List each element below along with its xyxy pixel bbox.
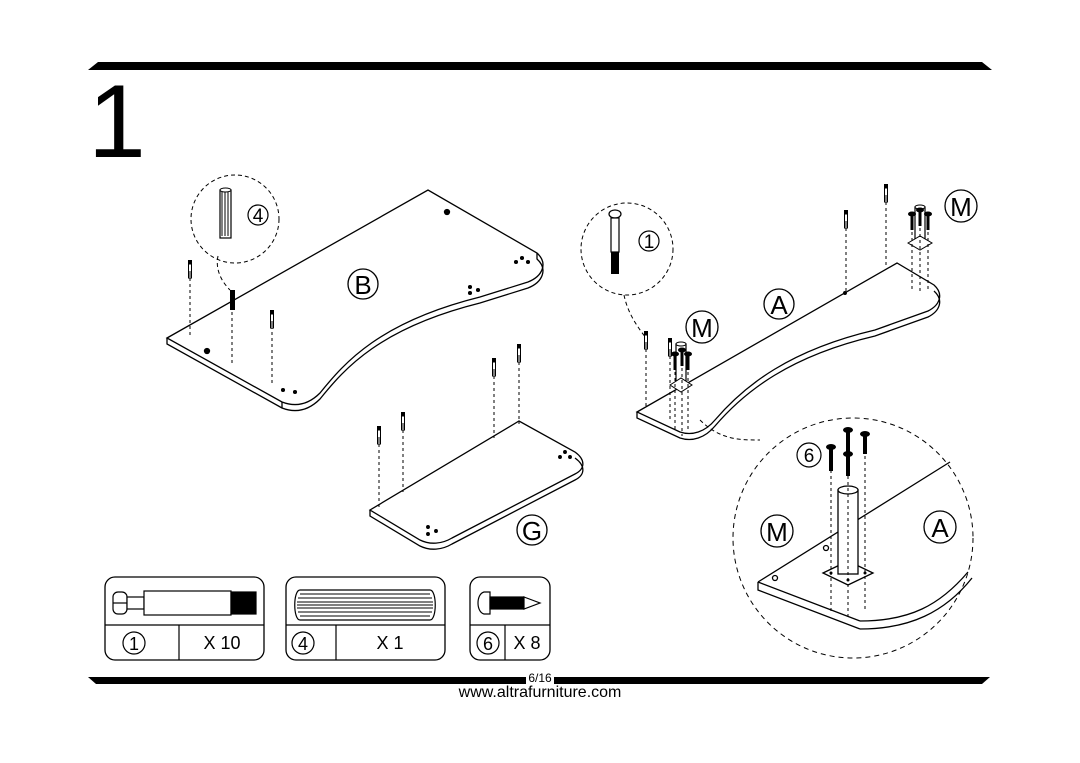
dowel-detail-circle	[190, 174, 280, 264]
bracket-detail	[821, 427, 875, 618]
cam-bolt-detail-circle	[580, 202, 674, 296]
header-rule	[88, 62, 992, 70]
panel-a	[635, 262, 941, 441]
part-6-id: 6	[483, 634, 493, 654]
panel-b-label: B	[354, 270, 371, 300]
part-4-id: 4	[298, 634, 308, 654]
page-number: 6/16	[0, 671, 1080, 685]
part-box-cam-bolt: 1 X 10	[104, 576, 265, 661]
dowel-callout: 4	[253, 206, 264, 227]
wood-dowel-icon	[294, 589, 436, 621]
website-url: www.altrafurniture.com	[458, 684, 622, 701]
panel-b-fasteners	[189, 272, 273, 383]
part-box-screw: 6 X 8	[469, 576, 551, 661]
bracket-m-label-1: M	[950, 192, 972, 222]
dowel-detail-icon	[219, 187, 232, 239]
cam-bolt-detail-icon	[608, 209, 622, 274]
panel-g-label: G	[522, 516, 542, 546]
panel-g	[368, 420, 584, 550]
bracket-m-detail-label: M	[766, 517, 788, 547]
part-1-id: 1	[129, 634, 139, 654]
step-number: 1	[88, 64, 146, 180]
bracket-m-front	[669, 341, 693, 436]
panel-a-detail-label: A	[931, 513, 949, 543]
cam-bolt-icon	[112, 590, 257, 616]
part-box-dowel: 4 X 1	[285, 576, 446, 661]
panel-a-label: A	[770, 290, 788, 320]
part-4-quantity: X 1	[376, 633, 403, 653]
part-6-quantity: X 8	[513, 633, 540, 653]
part-1-quantity: X 10	[203, 633, 240, 653]
screw-callout: 6	[804, 446, 815, 467]
cam-bolt-callout: 1	[644, 232, 655, 253]
bracket-m-label-2: M	[691, 313, 713, 343]
page-number-text: 6/16	[526, 671, 554, 685]
screw-detail-icons	[826, 427, 870, 476]
bracket-m-back	[907, 204, 933, 292]
screw-icon	[477, 591, 542, 615]
